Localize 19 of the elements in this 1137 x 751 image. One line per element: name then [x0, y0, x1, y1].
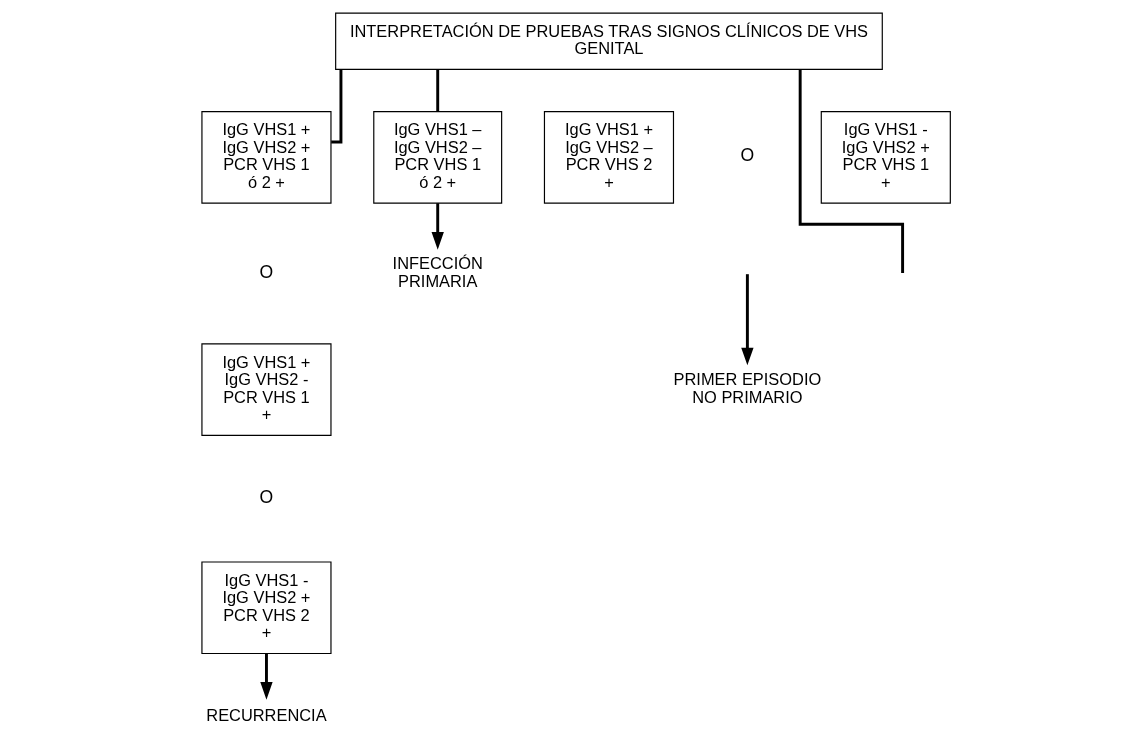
- connector: [798, 69, 905, 273]
- node-box: IgG VHS1 + IgG VHS2 - PCR VHS 1 +: [201, 343, 332, 436]
- label: O: [259, 261, 274, 282]
- node-box: INTERPRETACIÓN DE PRUEBAS TRAS SIGNOS CLÍNICOS DE VHS GENITAL: [335, 12, 883, 70]
- node-text: PRIMER EPISODIO NO PRIMARIO: [673, 370, 822, 406]
- connector: [436, 69, 440, 112]
- node-box: IgG VHS1 - IgG VHS2 + PCR VHS 1 +: [820, 111, 951, 204]
- node-box: IgG VHS1 + IgG VHS2 + PCR VHS 1 ó 2 +: [201, 111, 332, 204]
- arrow: [741, 274, 754, 366]
- node-text: INFECCIÓN PRIMARIA: [392, 253, 483, 290]
- node-box: IgG VHS1 + IgG VHS2 – PCR VHS 2 +: [543, 111, 675, 204]
- label: O: [740, 145, 755, 166]
- arrow: [431, 203, 444, 250]
- node-box: IgG VHS1 – IgG VHS2 – PCR VHS 1 ó 2 +: [373, 111, 503, 204]
- node-box: IgG VHS1 - IgG VHS2 + PCR VHS 2 +: [201, 561, 332, 655]
- node-text: RECURRENCIA: [206, 706, 327, 725]
- arrow: [260, 653, 273, 700]
- connector: [331, 69, 343, 144]
- label: O: [259, 486, 274, 507]
